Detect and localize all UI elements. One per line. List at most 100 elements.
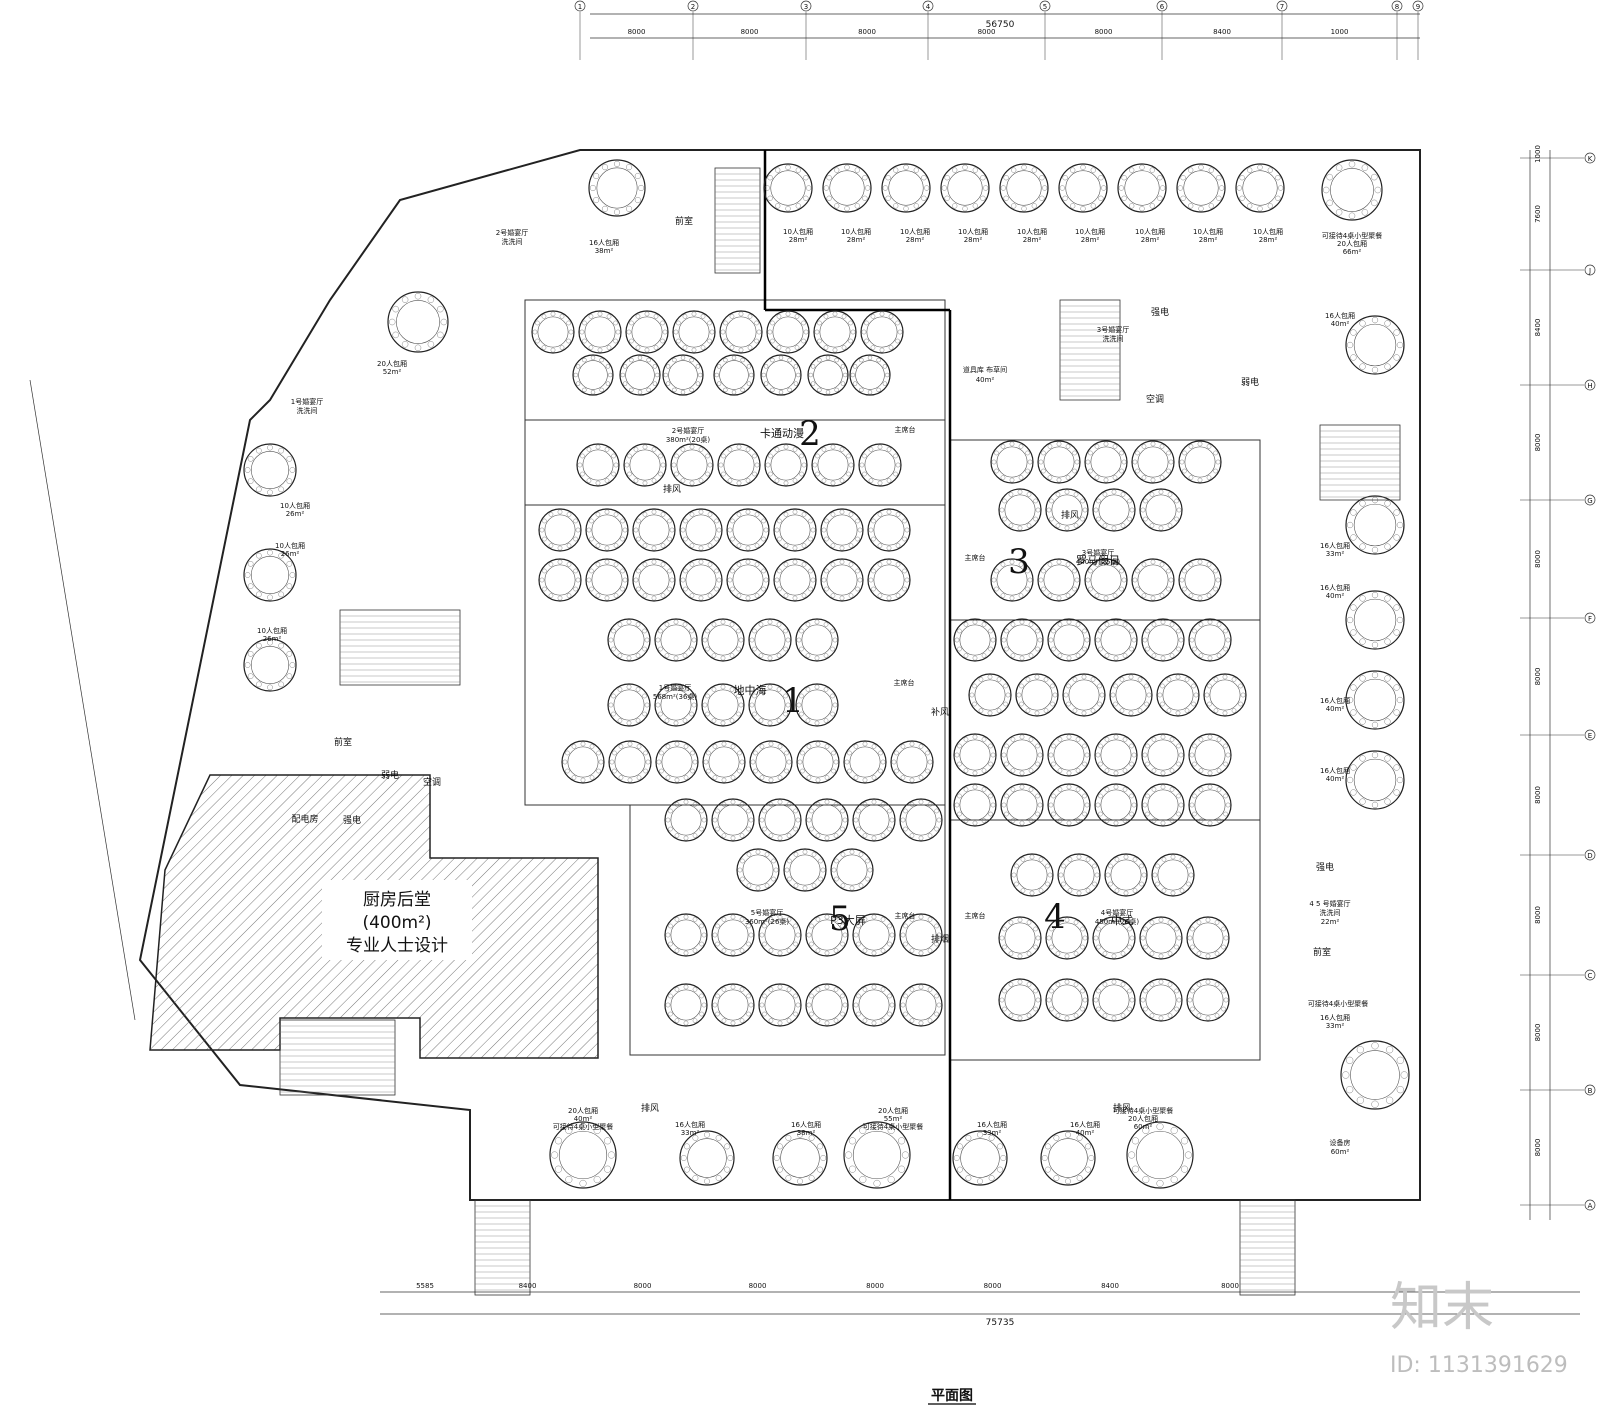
round-table	[623, 443, 667, 487]
room-note: 可接待4桌小型聚餐	[1322, 231, 1382, 240]
dim-label: 8000	[1534, 668, 1542, 686]
round-table	[820, 558, 864, 602]
private-room-labels: 10人包厢28m²10人包厢28m²10人包厢28m²10人包厢28m²10人包…	[257, 227, 1382, 1137]
round-table	[702, 740, 746, 784]
room-area: 28m²	[1081, 236, 1100, 244]
dim-label: 8400	[1213, 28, 1231, 36]
main-stage-3: 主席台	[965, 553, 986, 562]
round-table	[764, 443, 808, 487]
room-note: 可接待4桌小型聚餐	[863, 1122, 923, 1131]
round-table	[1092, 916, 1136, 960]
round-table	[632, 508, 676, 552]
round-table	[1094, 783, 1138, 827]
hall-theme-2: 卡通动漫	[760, 426, 804, 440]
room-name: 20人包厢	[1128, 1114, 1158, 1123]
round-table	[1094, 733, 1138, 777]
kitchen-title: 厨房后堂	[363, 890, 431, 910]
aircon-top: 空调	[1146, 393, 1164, 405]
round-table	[726, 558, 770, 602]
room-note: 可接待4桌小型聚餐	[1113, 1106, 1173, 1115]
dim-label: 8000	[1534, 1024, 1542, 1042]
round-table	[1045, 916, 1089, 960]
room-area: 26m²	[281, 550, 300, 558]
round-table	[860, 310, 904, 354]
axis-label: K	[1588, 155, 1593, 163]
round-table	[531, 310, 575, 354]
round-table	[607, 618, 651, 662]
round-table	[811, 443, 855, 487]
round-table	[990, 440, 1034, 484]
axis-label: F	[1588, 615, 1592, 623]
round-table	[805, 913, 849, 957]
axis-bubble	[1156, 0, 1168, 12]
room-area: 38m²	[797, 1129, 816, 1137]
equipment-area: 60m²	[1331, 1148, 1350, 1156]
strong-elec-top: 强电	[1151, 306, 1169, 318]
props-room: 道具库 布草间	[963, 365, 1007, 374]
weak-elec-top: 弱电	[1241, 376, 1259, 388]
round-table	[711, 913, 755, 957]
round-table	[796, 740, 840, 784]
kitchen-note: 专业人士设计	[346, 936, 448, 956]
top-total-dim: 56750	[986, 20, 1015, 30]
round-table	[1094, 618, 1138, 662]
round-table	[1040, 1130, 1096, 1186]
front-room-right: 前室	[1313, 946, 1331, 958]
hall-labels: 11号婚宴厅568m²(36桌)地中海22号婚宴厅380m²(20桌)卡通动漫3…	[653, 414, 1140, 939]
axis-label: G	[1587, 497, 1592, 505]
hall-name-3: 3号婚宴厅	[1082, 548, 1114, 557]
round-table	[572, 354, 614, 396]
round-table	[1186, 978, 1230, 1022]
round-table	[843, 1121, 911, 1189]
round-table	[578, 310, 622, 354]
axis-label: C	[1588, 972, 1593, 980]
room-name: 20人包厢	[1337, 239, 1367, 248]
round-table	[1141, 618, 1185, 662]
round-table	[899, 913, 943, 957]
round-table	[1084, 558, 1128, 602]
round-table	[670, 443, 714, 487]
top-dimension-lines	[29, 13, 1580, 1315]
round-table	[679, 1130, 735, 1186]
room-name: 16人包厢	[589, 238, 619, 247]
axis-label: 7	[1280, 3, 1284, 11]
bathroom-3: 3号婚宴厅	[1097, 325, 1129, 334]
main-divider	[763, 150, 952, 1200]
dim-label: 8000	[858, 28, 876, 36]
main-stage-4: 主席台	[965, 911, 986, 920]
room-area: 38m²	[595, 247, 614, 255]
round-table	[1131, 440, 1175, 484]
room-name: 10人包厢	[257, 626, 287, 635]
dim-label: 8000	[1095, 28, 1113, 36]
round-table	[619, 354, 661, 396]
round-table	[881, 163, 931, 213]
room-area: 33m²	[983, 1129, 1002, 1137]
dim-label: 8000	[1534, 434, 1542, 452]
room-note: 可接待4桌小型聚餐	[1308, 999, 1368, 1008]
round-table	[830, 848, 874, 892]
dim-label: 5585	[416, 1282, 434, 1290]
round-table	[1092, 978, 1136, 1022]
smoke-exhaust: 排烟	[931, 933, 949, 945]
drawing-caption: 平面图	[931, 1388, 973, 1404]
hall-theme-5: P3大屏	[830, 913, 866, 927]
room-name: 16人包厢	[1320, 766, 1350, 775]
round-table	[758, 798, 802, 842]
axis-label: H	[1587, 382, 1592, 390]
room-name: 10人包厢	[841, 227, 871, 236]
room-area: 28m²	[1199, 236, 1218, 244]
room-area: 40m²	[574, 1115, 593, 1123]
dim-label: 1000	[1534, 145, 1542, 163]
dim-label: 8000	[866, 1282, 884, 1290]
round-table	[1126, 1121, 1194, 1189]
round-table	[772, 1130, 828, 1186]
equipment-room: 设备房	[1330, 1138, 1351, 1147]
dim-label: 8000	[1534, 550, 1542, 568]
axis-bubble	[574, 0, 586, 12]
hall-area-4: 450m²(26桌)	[1095, 917, 1140, 926]
round-table	[1235, 163, 1285, 213]
aircon-left: 空调	[423, 776, 441, 788]
